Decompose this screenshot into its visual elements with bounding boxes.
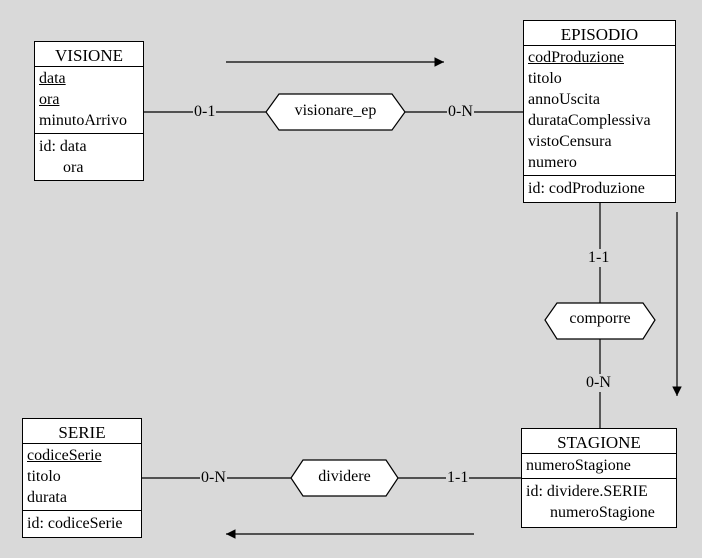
cardinality-episodio-comporre: 1-1	[587, 249, 611, 267]
attribute-minuto-arrivo: minutoArrivo	[39, 112, 127, 129]
attribute-ora: ora	[39, 91, 60, 108]
entity-episodio: EPISODIO codProduzione titolo annoUscita…	[523, 20, 676, 203]
attribute-data: data	[39, 70, 66, 87]
entity-name: VISIONE	[35, 42, 143, 67]
attribute-titolo: titolo	[528, 70, 562, 87]
entity-stagione: STAGIONE numeroStagione id: dividere.SER…	[521, 428, 677, 528]
entity-serie: SERIE codiceSerie titolo durata id: codi…	[22, 418, 142, 538]
entity-name: SERIE	[23, 419, 141, 444]
attribute-anno-uscita: annoUscita	[528, 91, 600, 108]
identifier-line: id: codProduzione	[528, 180, 645, 197]
entity-visione: VISIONE data ora minutoArrivo id: data o…	[34, 41, 144, 181]
identifier-list: id: dividere.SERIE numeroStagione	[522, 479, 676, 525]
attribute-visto-censura: vistoCensura	[528, 133, 612, 150]
identifier-list: id: data ora	[35, 134, 143, 180]
identifier-line: ora	[63, 159, 84, 176]
identifier-list: id: codProduzione	[524, 176, 675, 201]
attribute-numero: numero	[528, 154, 577, 171]
attribute-numero-stagione: numeroStagione	[526, 457, 631, 474]
attribute-durata: durata	[27, 489, 67, 506]
attribute-cod-produzione: codProduzione	[528, 49, 624, 66]
relationship-visionare-ep-shape	[265, 93, 406, 131]
relationship-visionare-ep-label: visionare_ep	[294, 102, 377, 119]
attribute-list: codiceSerie titolo durata	[23, 444, 141, 511]
relationship-dividere-label: dividere	[318, 468, 371, 485]
identifier-line: id: dividere.SERIE	[526, 483, 648, 500]
attribute-titolo: titolo	[27, 468, 61, 485]
attribute-durata-complessiva: durataComplessiva	[528, 112, 651, 129]
cardinality-stagione-dividere: 1-1	[446, 469, 470, 487]
identifier-line: id: codiceSerie	[27, 515, 123, 532]
cardinality-visione: 0-1	[193, 103, 217, 121]
attribute-codice-serie: codiceSerie	[27, 447, 102, 464]
relationship-comporre-label: comporre	[569, 310, 631, 327]
entity-name: EPISODIO	[524, 21, 675, 46]
relationship-comporre-shape	[544, 302, 656, 340]
identifier-line: id: data	[39, 138, 87, 155]
attribute-list: data ora minutoArrivo	[35, 67, 143, 134]
attribute-list: numeroStagione	[522, 454, 676, 479]
identifier-line: numeroStagione	[550, 504, 655, 521]
entity-name: STAGIONE	[522, 429, 676, 454]
attribute-list: codProduzione titolo annoUscita durataCo…	[524, 46, 675, 176]
cardinality-episodio-visionare: 0-N	[447, 103, 474, 121]
relationship-dividere-shape	[290, 459, 399, 497]
cardinality-serie-dividere: 0-N	[200, 469, 227, 487]
identifier-list: id: codiceSerie	[23, 511, 141, 536]
cardinality-stagione-comporre: 0-N	[585, 374, 612, 392]
